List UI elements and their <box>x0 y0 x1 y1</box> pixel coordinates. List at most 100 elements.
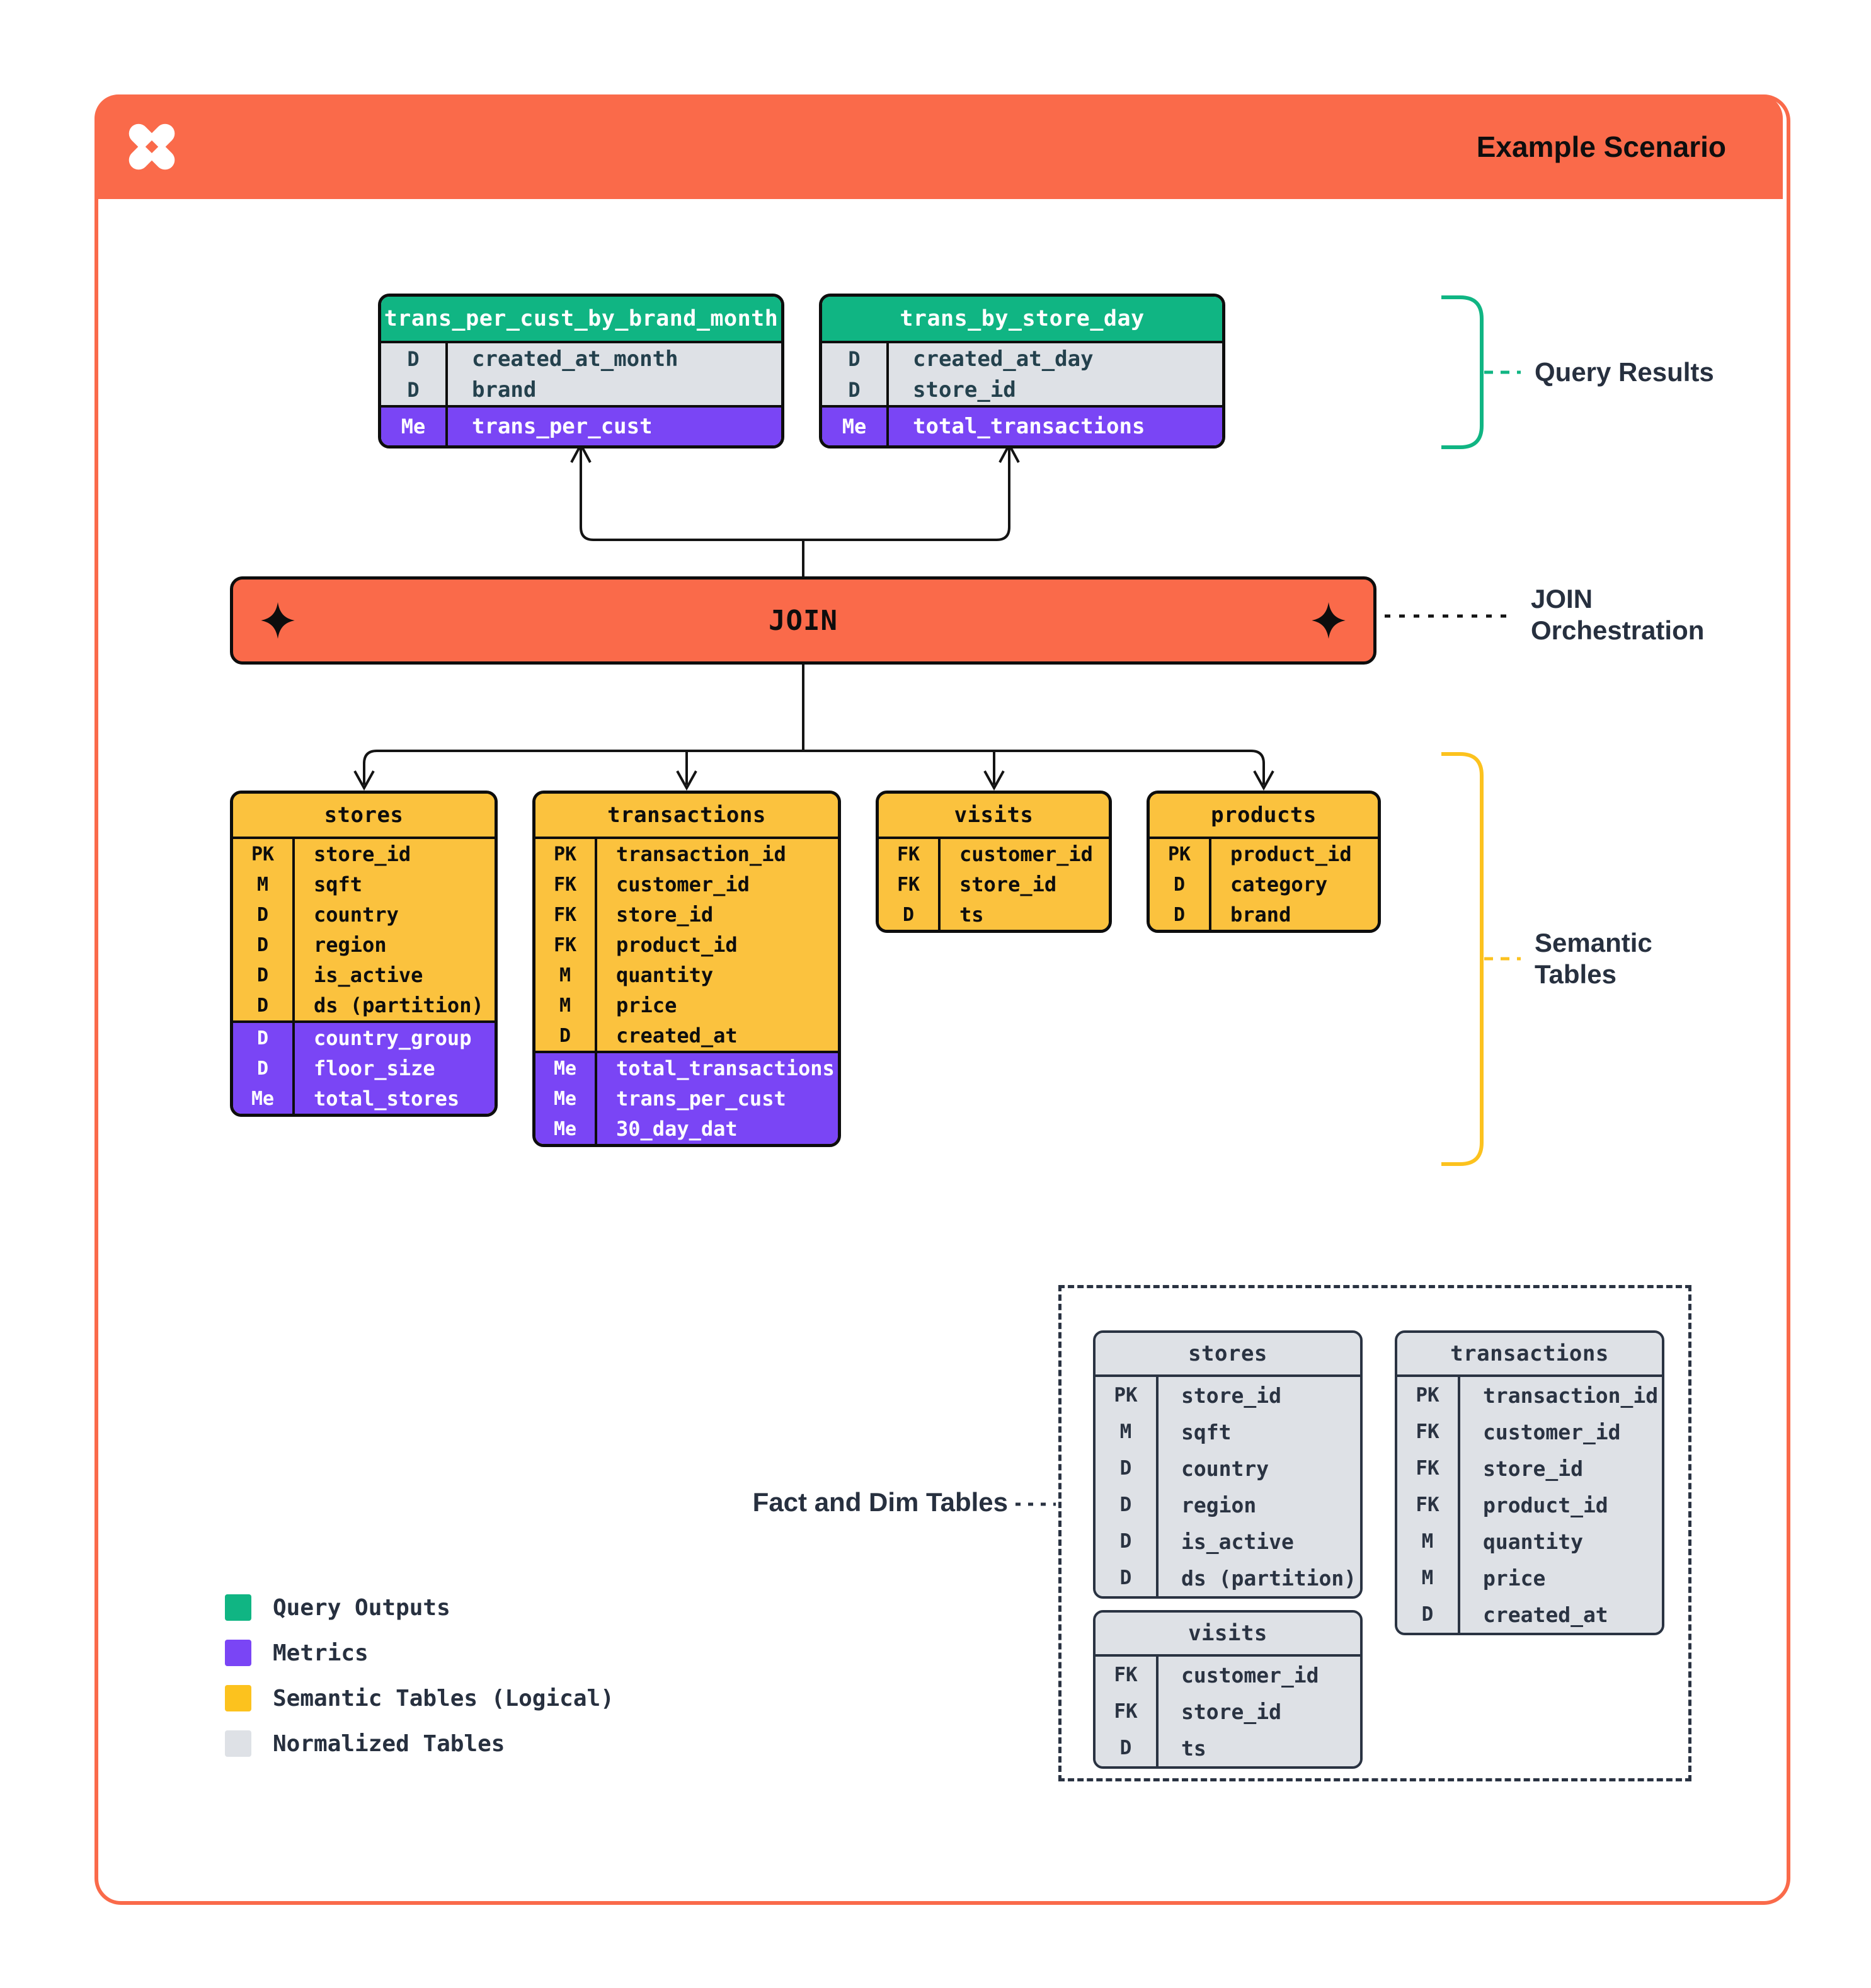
row-key: D <box>381 343 448 374</box>
row-key: D <box>1096 1523 1159 1560</box>
join-label: JOIN <box>769 604 838 637</box>
row-key: D <box>233 990 295 1020</box>
row-field: brand <box>472 377 537 403</box>
row-field: country <box>1181 1456 1269 1481</box>
row-key: D <box>1096 1487 1159 1523</box>
sparkle-icon <box>261 602 295 639</box>
row-field: ds (partition) <box>1181 1565 1357 1591</box>
row-key: PK <box>1096 1377 1159 1414</box>
row-key: M <box>1397 1523 1460 1560</box>
fact-dim-label: Fact and Dim Tables <box>752 1487 1008 1517</box>
legend-swatch <box>225 1594 251 1621</box>
row-field: 30_day_dat <box>616 1117 738 1141</box>
legend-swatch <box>225 1685 251 1711</box>
row-field: customer_id <box>1181 1662 1319 1688</box>
row-key: Me <box>233 1083 295 1114</box>
sparkle-icon <box>1312 602 1346 639</box>
row-key: D <box>879 900 941 930</box>
row-key: FK <box>1096 1657 1159 1693</box>
row-key: D <box>233 1023 295 1053</box>
row-field: is_active <box>1181 1529 1294 1554</box>
row-field: region <box>314 933 387 957</box>
table-row: FK customer_id <box>879 839 1109 869</box>
table-title: visits <box>879 794 1109 839</box>
table-title: transactions <box>1397 1333 1662 1377</box>
row-key: M <box>535 990 597 1020</box>
row-field: trans_per_cust <box>616 1087 786 1111</box>
table-title: products <box>1150 794 1378 839</box>
row-field: store_id <box>616 903 714 927</box>
row-key: FK <box>535 869 597 900</box>
row-field: store_id <box>959 872 1057 896</box>
legend-item: Query Outputs <box>225 1585 614 1630</box>
row-field: customer_id <box>959 842 1093 866</box>
row-field: product_id <box>616 933 738 957</box>
semantic-tables-label: Semantic Tables <box>1535 928 1652 989</box>
row-field: category <box>1230 872 1328 896</box>
row-key: FK <box>879 869 941 900</box>
legend-label: Normalized Tables <box>273 1730 505 1757</box>
row-key: D <box>381 374 448 405</box>
legend-item: Normalized Tables <box>225 1721 614 1766</box>
row-key: D <box>1096 1730 1159 1766</box>
fact-dim-box <box>1058 1285 1691 1781</box>
row-key: Me <box>535 1114 597 1144</box>
row-key: D <box>822 343 889 374</box>
row-field: created_at_month <box>472 346 678 372</box>
row-field: brand <box>1230 903 1291 927</box>
row-field: store_id <box>314 842 411 866</box>
row-field: store_id <box>1181 1699 1281 1724</box>
join-orchestration-label: JOIN Orchestration <box>1531 584 1705 645</box>
row-key: Me <box>822 408 889 445</box>
table-title: stores <box>233 794 495 839</box>
table-title: trans_by_store_day <box>822 297 1222 343</box>
row-field: trans_per_cust <box>472 414 653 439</box>
page-title: Example Scenario <box>1476 130 1726 163</box>
row-field: region <box>1181 1492 1257 1517</box>
row-field: ts <box>1181 1735 1206 1761</box>
row-key: D <box>233 930 295 960</box>
header-bar: Example Scenario <box>94 94 1783 199</box>
row-key: PK <box>535 839 597 869</box>
row-field: store_id <box>913 377 1016 403</box>
row-key: D <box>233 960 295 990</box>
row-key: FK <box>879 839 941 869</box>
